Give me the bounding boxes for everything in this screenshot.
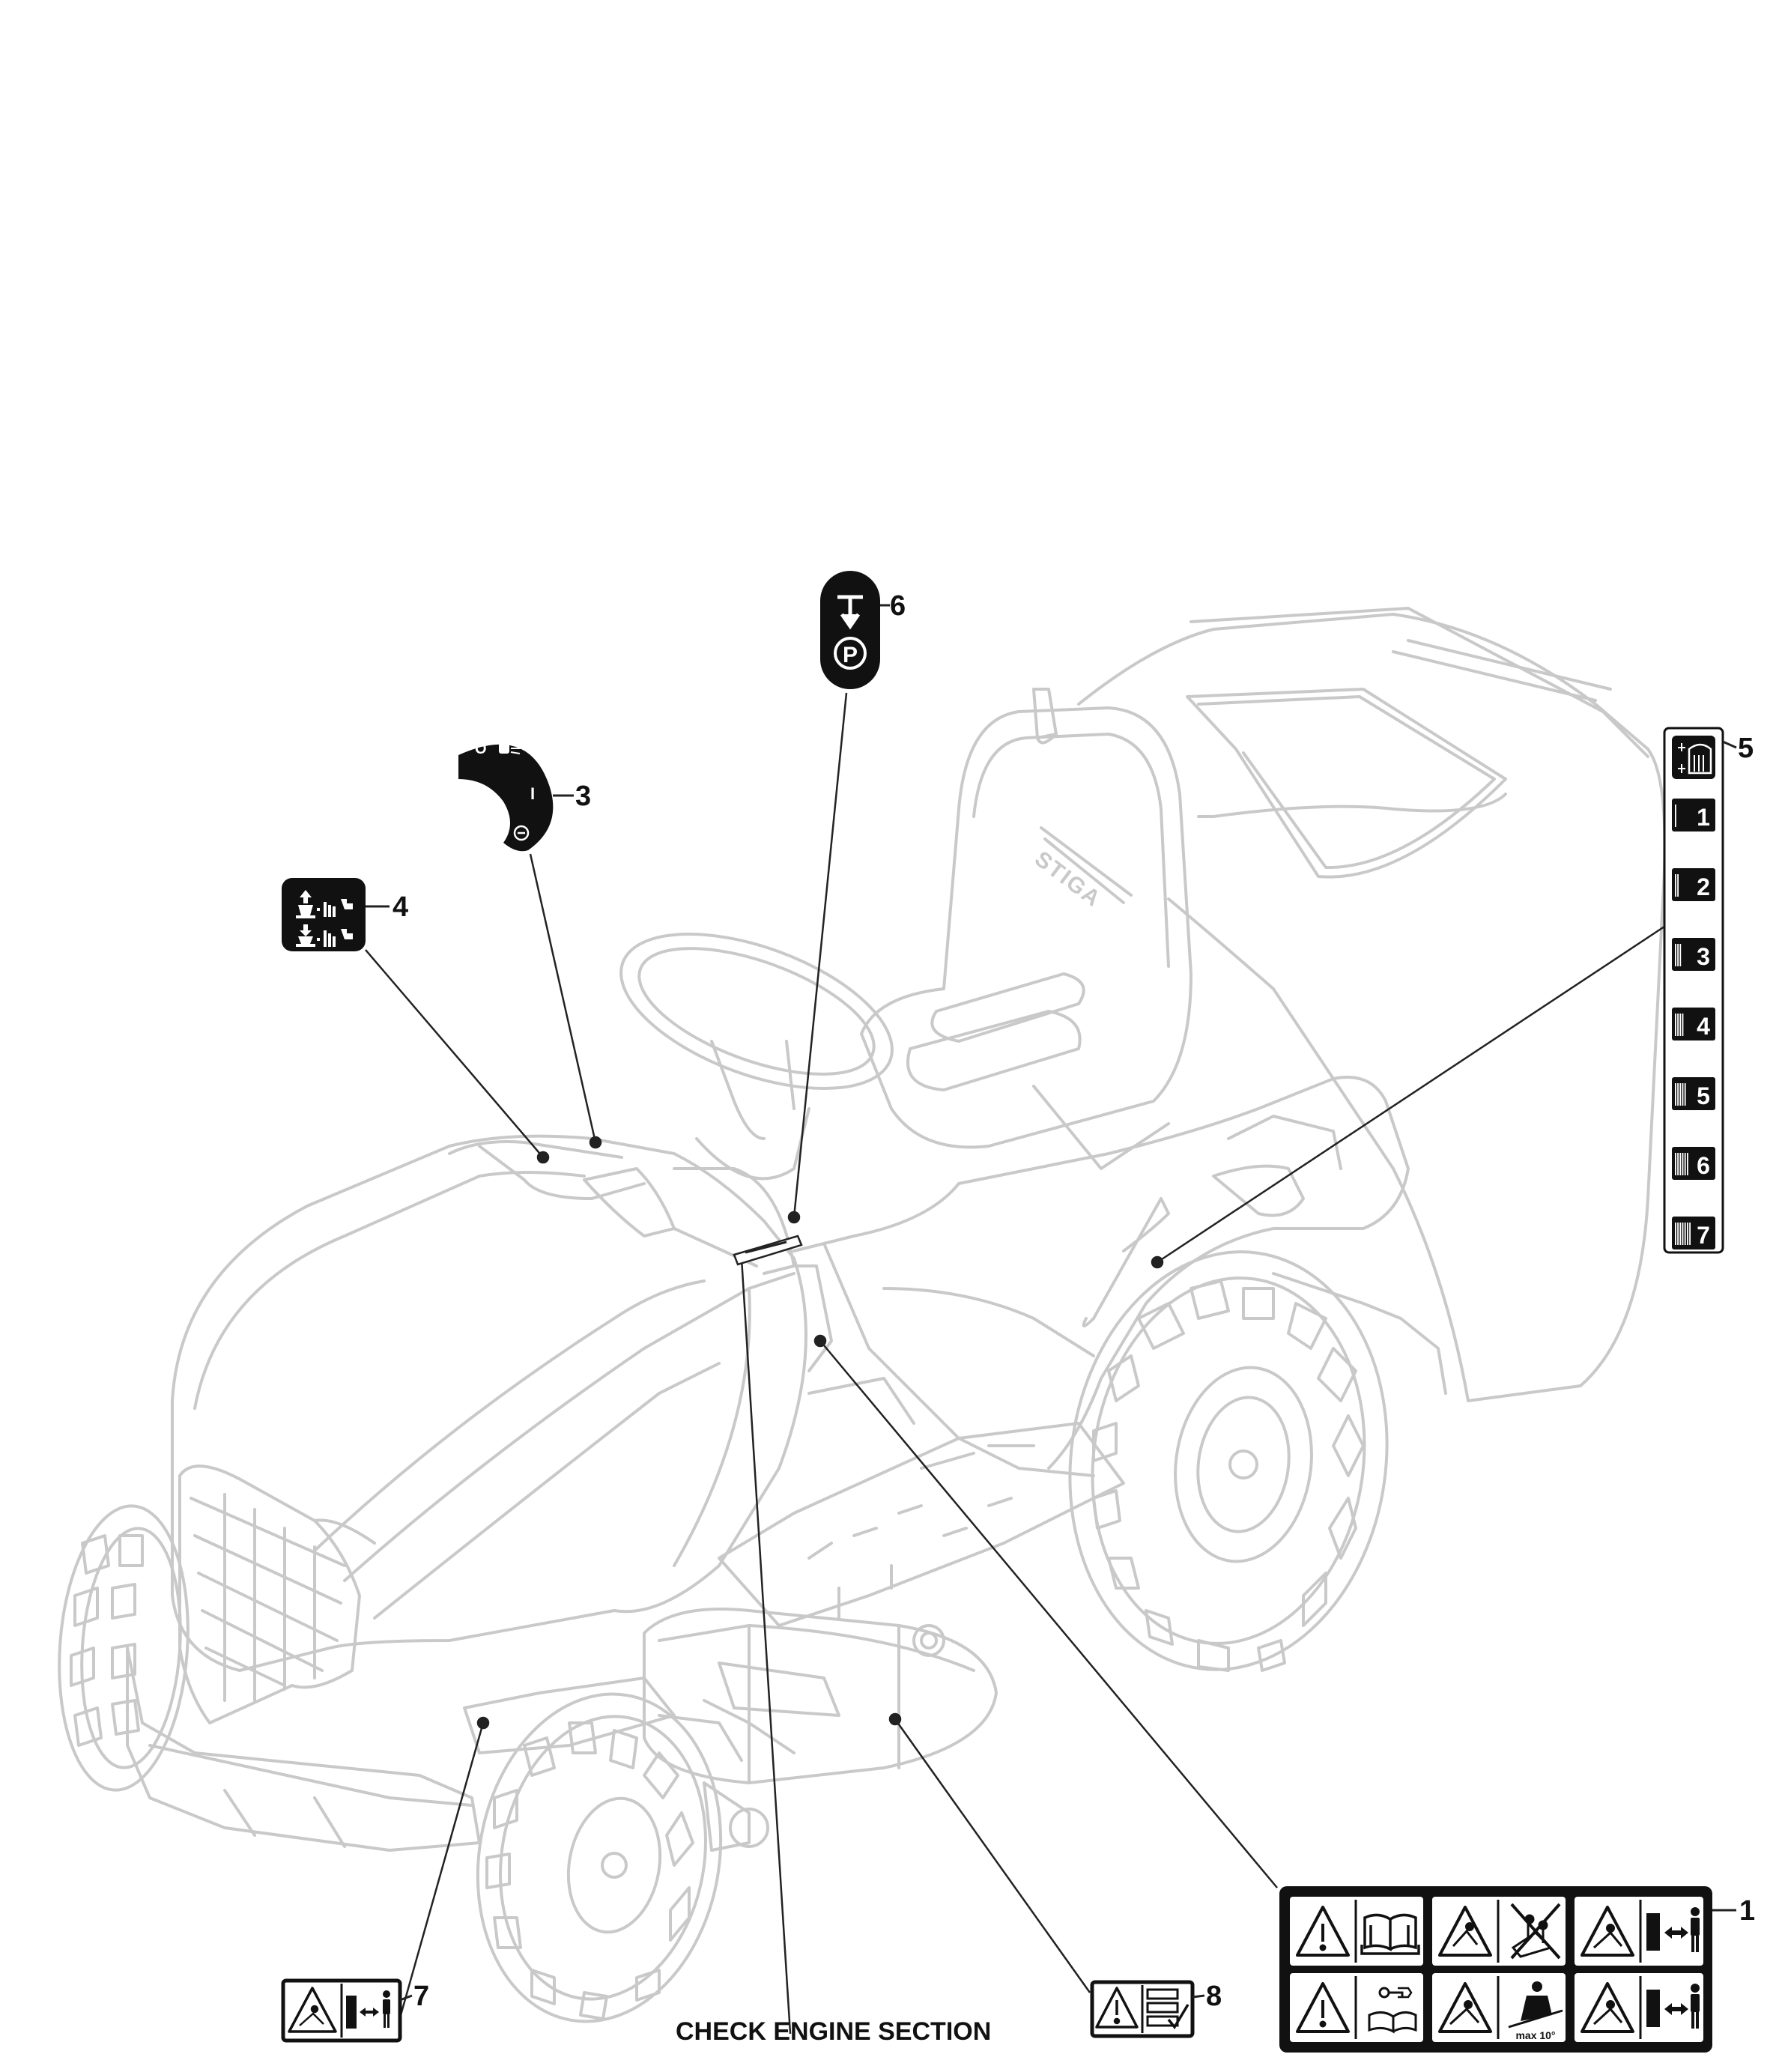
warning-triangle-icon (1581, 1906, 1634, 1957)
callout-7: 7 (413, 1981, 430, 2012)
cutting-height-step-3: 3 (1672, 938, 1715, 971)
slope-warning-icon: max 10° (1508, 1981, 1563, 2041)
grille (178, 1464, 376, 1724)
slope-limit-label: max 10° (1515, 2029, 1555, 2041)
callout-5: 5 (1738, 733, 1754, 764)
front-wheel-left (58, 1504, 190, 1792)
warning-triangle-icon (288, 1987, 337, 2033)
lever-down-icon (837, 595, 863, 630)
ignition-key-icon (513, 825, 530, 841)
switch-on-label: I (530, 784, 535, 803)
keep-distance-icon (346, 1990, 390, 2029)
callout-8: 8 (1206, 1981, 1222, 2012)
decal-6-parking-brake: P (820, 571, 880, 689)
cutting-height-step-7: 7 (1672, 1217, 1715, 1249)
cutting-height-step-label: 6 (1697, 1152, 1710, 1179)
lever-down-icon (296, 924, 353, 947)
height-adjust-icon (1672, 736, 1715, 779)
tractor-line-art (58, 607, 1667, 2023)
no-passengers-icon (1510, 1903, 1561, 1960)
warning-triangle-icon (1581, 1982, 1634, 2033)
cutting-height-steps: 1 2 3 4 5 6 7 (1672, 799, 1715, 1249)
lever-up-icon (296, 890, 353, 918)
cutting-height-step-2: 2 (1672, 868, 1715, 901)
callout-3: 3 (575, 781, 592, 812)
front-axle (463, 1676, 769, 1852)
warning-triangle-icon (1438, 1906, 1492, 1957)
check-engine-note: CHECK ENGINE SECTION (676, 2017, 992, 2046)
parking-brake-icon: P (834, 637, 867, 670)
cutting-height-step-5: 5 (1672, 1077, 1715, 1110)
decal-7-keep-distance (281, 1978, 402, 2043)
leader-lines (365, 692, 1679, 2035)
decal-5-cutting-height: 1 2 3 4 5 6 7 (1663, 727, 1724, 1254)
callout-4: 4 (393, 891, 409, 923)
switch-off-label: O (475, 741, 487, 757)
cutting-height-step-1: 1 (1672, 799, 1715, 831)
rear-wheel-right (1068, 1250, 1389, 1672)
warning-triangle-icon (1296, 1906, 1350, 1957)
cutting-height-step-label: 4 (1697, 1013, 1710, 1040)
keep-distance-icon (1646, 1907, 1700, 1952)
rear-fender (792, 1076, 1447, 1477)
choke-icon (499, 742, 521, 754)
cutting-height-step-6: 6 (1672, 1147, 1715, 1180)
decal-8-check-warning (1090, 1980, 1195, 2038)
callout-1: 1 (1739, 1895, 1756, 1927)
engine-oil-decal (733, 1235, 803, 1266)
cutting-height-step-label: 1 (1697, 804, 1710, 831)
decal-1-safety-warnings: max 10° (1279, 1886, 1712, 2053)
cutting-height-step-label: 2 (1697, 873, 1710, 900)
cutting-height-step-label: 5 (1697, 1082, 1710, 1109)
keep-distance-icon (1646, 1984, 1700, 2029)
decal-4-deck-lever (282, 878, 366, 951)
hood (171, 1134, 807, 1672)
cutting-height-step-label: 3 (1697, 943, 1710, 970)
checklist-icon (1146, 1988, 1189, 2030)
decal-3-ignition-switch: O I (458, 741, 554, 852)
slope-warning-icon (1438, 1982, 1492, 2033)
front-wheel-right (476, 1692, 723, 2023)
parking-letter: P (843, 643, 858, 667)
mower-deck (643, 1608, 998, 1784)
warning-triangle-icon (1296, 1982, 1350, 2033)
grass-collector (1077, 607, 1667, 1402)
warning-triangle-icon (1095, 1987, 1139, 2029)
callout-6: 6 (890, 590, 906, 622)
remove-key-icon (1368, 1987, 1417, 2034)
seat (860, 706, 1192, 1170)
steering-wheel (619, 933, 894, 1181)
cutting-height-step-label: 7 (1697, 1222, 1710, 1249)
cutting-height-step-4: 4 (1672, 1008, 1715, 1040)
manual-book-icon (1360, 1913, 1420, 1955)
